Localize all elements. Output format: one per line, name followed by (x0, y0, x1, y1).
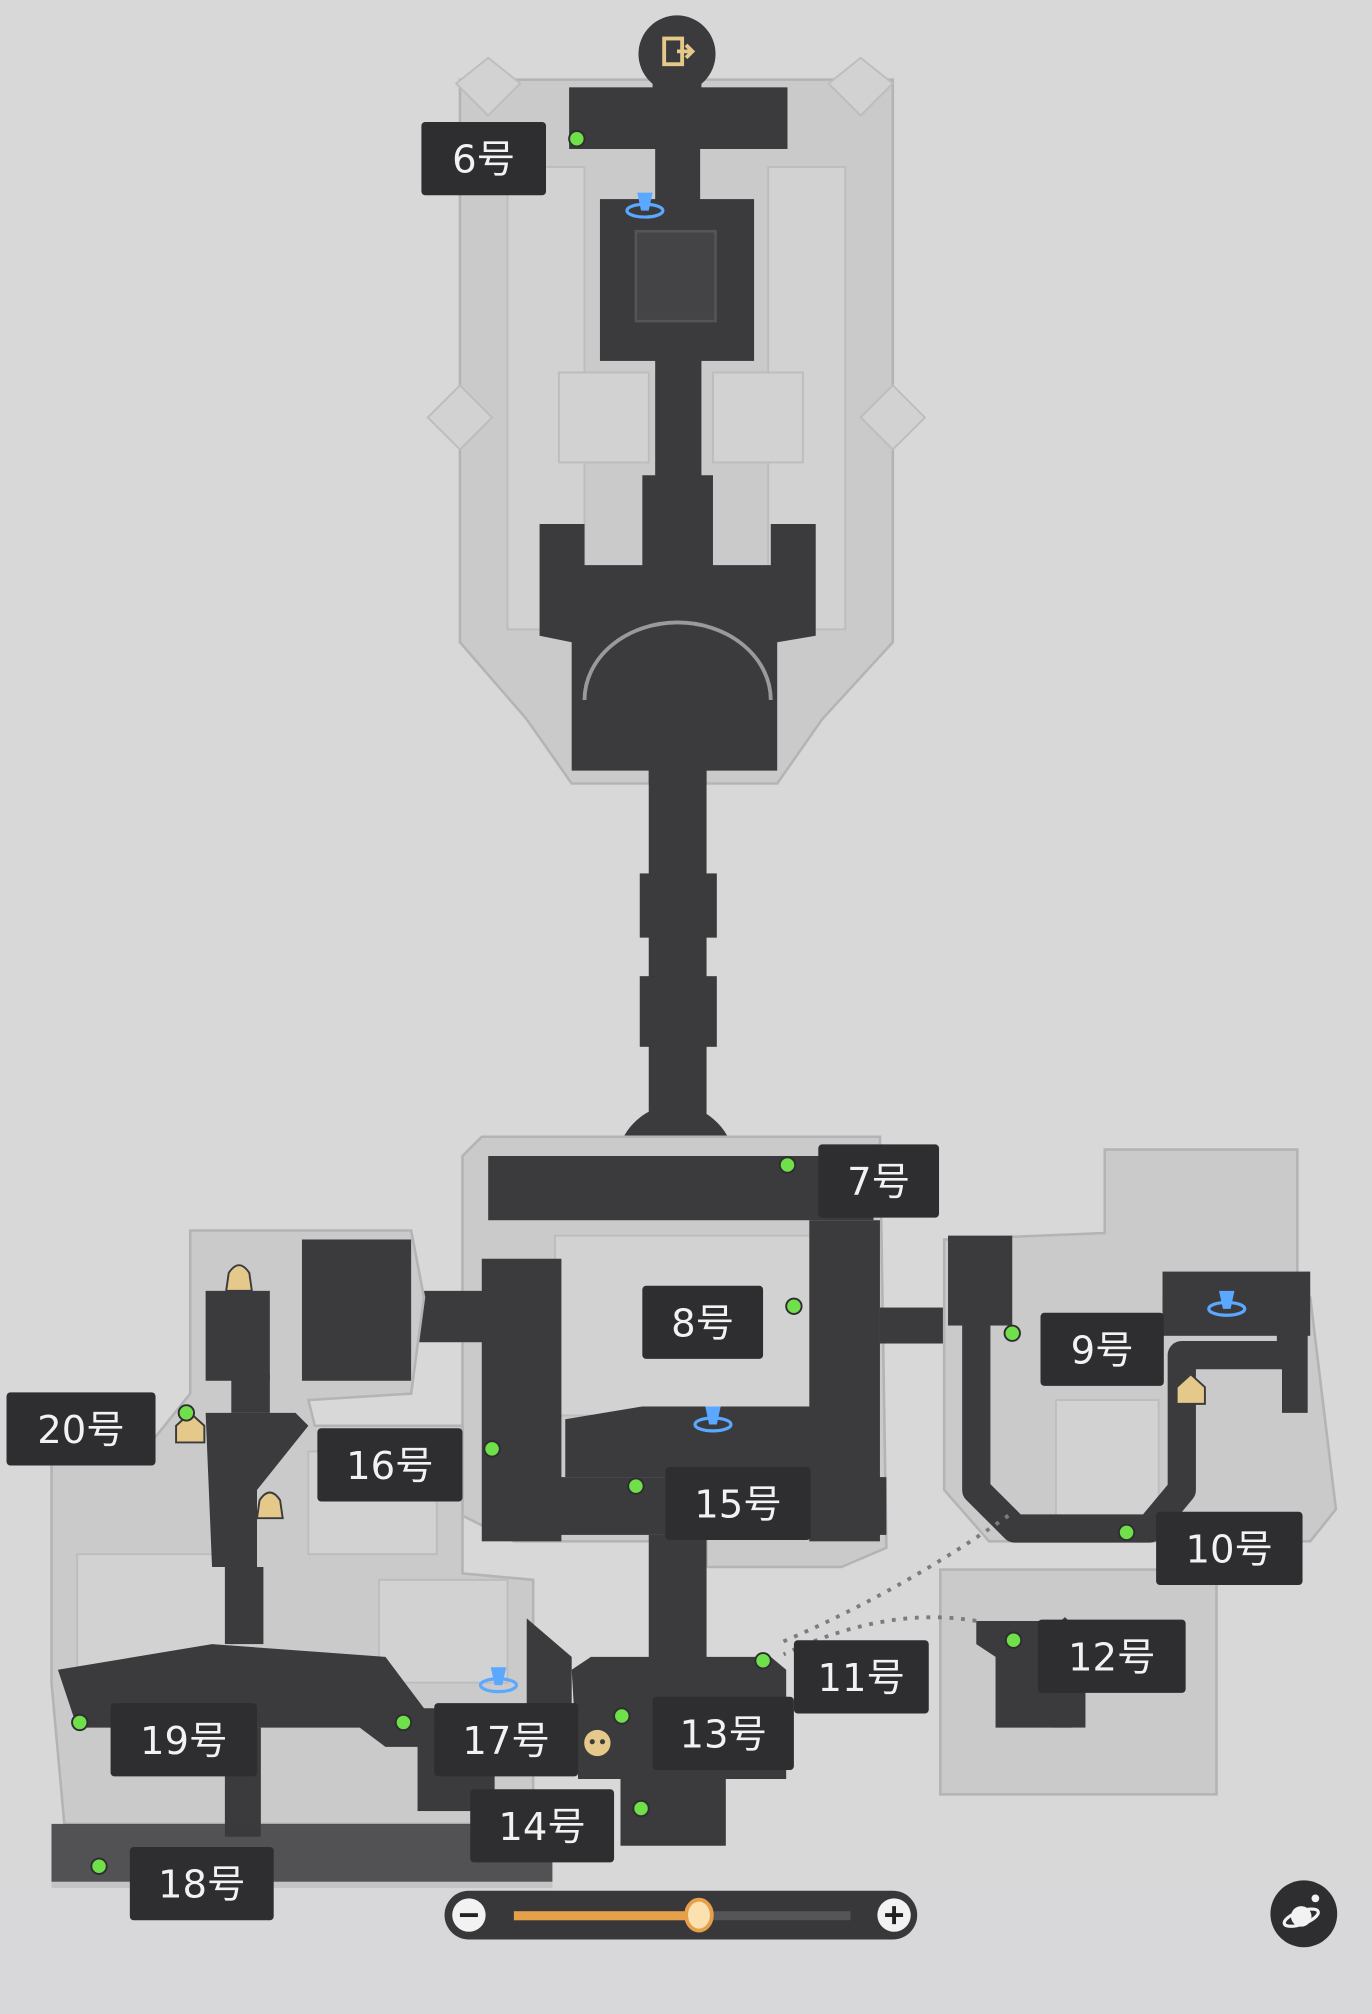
marker-label: 11号 (818, 1656, 906, 1701)
marker-label: 7号 (847, 1160, 910, 1205)
location-marker[interactable]: 17号 (394, 1703, 579, 1777)
marker-label-box (642, 1285, 764, 1359)
location-marker[interactable]: 14号 (470, 1789, 650, 1863)
marker-label: 17号 (462, 1719, 550, 1764)
bell-icon[interactable] (225, 1264, 253, 1292)
marker-label: 20号 (37, 1408, 125, 1453)
location-marker[interactable]: 15号 (627, 1466, 811, 1541)
zoom-fill (513, 1911, 699, 1921)
location-marker[interactable]: 20号 (6, 1392, 196, 1466)
marker-label: 19号 (140, 1719, 228, 1764)
marker-label: 6号 (452, 138, 515, 183)
marker-label-box (129, 1847, 274, 1921)
marker-label: 9号 (1071, 1328, 1134, 1373)
location-marker[interactable]: 13号 (613, 1696, 794, 1770)
marker-label-box (1040, 1312, 1164, 1386)
zoom-out-button[interactable] (452, 1898, 486, 1932)
zoom-control[interactable] (444, 1890, 918, 1940)
marker-label: 10号 (1186, 1528, 1274, 1573)
marker-label: 12号 (1068, 1635, 1156, 1680)
teleport-anchor-icon[interactable] (693, 1406, 733, 1433)
marker-label-box (6, 1392, 156, 1466)
marker-label-box (434, 1703, 579, 1777)
marker-label-box (317, 1428, 463, 1502)
zoom-slider-handle[interactable] (684, 1897, 714, 1933)
zoom-in-button[interactable] (877, 1898, 911, 1932)
teleport-anchor-icon[interactable] (478, 1667, 519, 1694)
marker-label: 14号 (498, 1805, 586, 1850)
marker-label-box (652, 1696, 794, 1770)
location-marker[interactable]: 7号 (778, 1144, 940, 1218)
exit-icon[interactable] (662, 36, 696, 67)
marker-label: 16号 (346, 1444, 434, 1489)
marker-dot[interactable] (177, 1404, 196, 1422)
marker-label: 8号 (671, 1301, 734, 1346)
marker-dot[interactable] (568, 130, 586, 148)
marker-label-box (818, 1144, 940, 1218)
marker-label-box (1156, 1511, 1303, 1585)
location-marker[interactable]: 16号 (317, 1428, 501, 1502)
marker-label-box (665, 1466, 811, 1541)
marker-dot[interactable] (754, 1652, 772, 1670)
world-map-button[interactable] (1270, 1880, 1338, 1948)
location-marker[interactable]: 19号 (71, 1703, 257, 1777)
marker-label: 15号 (694, 1483, 782, 1528)
location-marker[interactable]: 10号 (1117, 1511, 1303, 1585)
marker-dot[interactable] (71, 1713, 89, 1732)
planet-icon (1282, 1894, 1320, 1928)
west-building (50, 1229, 572, 1889)
teleport-anchor-icon[interactable] (1207, 1290, 1247, 1317)
marker-label-box (793, 1640, 929, 1714)
marker-dot[interactable] (90, 1857, 108, 1875)
location-marker[interactable]: 18号 (90, 1847, 274, 1921)
teleport-anchor-icon[interactable] (625, 192, 665, 219)
marker-label: 13号 (679, 1712, 767, 1757)
marker-label-box (421, 122, 546, 196)
marker-label: 18号 (158, 1863, 246, 1908)
minus-icon (459, 1913, 478, 1918)
marker-dot[interactable] (785, 1297, 803, 1315)
plus-icon (885, 1906, 904, 1925)
marker-dot[interactable] (483, 1440, 501, 1458)
treasure-creature-icon[interactable] (582, 1727, 613, 1759)
location-marker[interactable]: 8号 (642, 1285, 803, 1359)
marker-dot[interactable] (632, 1799, 650, 1818)
marker-dot[interactable] (778, 1156, 797, 1174)
marker-dot[interactable] (1117, 1523, 1136, 1542)
location-marker[interactable]: 6号 (421, 122, 586, 196)
location-marker[interactable]: 9号 (1003, 1312, 1164, 1386)
location-marker[interactable]: 12号 (1004, 1619, 1186, 1693)
marker-dot[interactable] (613, 1707, 631, 1725)
marker-dot[interactable] (1003, 1324, 1021, 1342)
marker-dot[interactable] (394, 1713, 413, 1732)
puzzle-icon[interactable] (1175, 1373, 1206, 1405)
marker-label-box (470, 1789, 615, 1863)
upper-hall-corridors (539, 15, 816, 1156)
bell-icon[interactable] (255, 1491, 284, 1520)
location-marker[interactable]: 11号 (754, 1640, 929, 1714)
marker-label-box (1037, 1619, 1186, 1693)
marker-label-box (110, 1703, 257, 1777)
marker-dot[interactable] (627, 1477, 645, 1495)
marker-dot[interactable] (1004, 1631, 1023, 1649)
